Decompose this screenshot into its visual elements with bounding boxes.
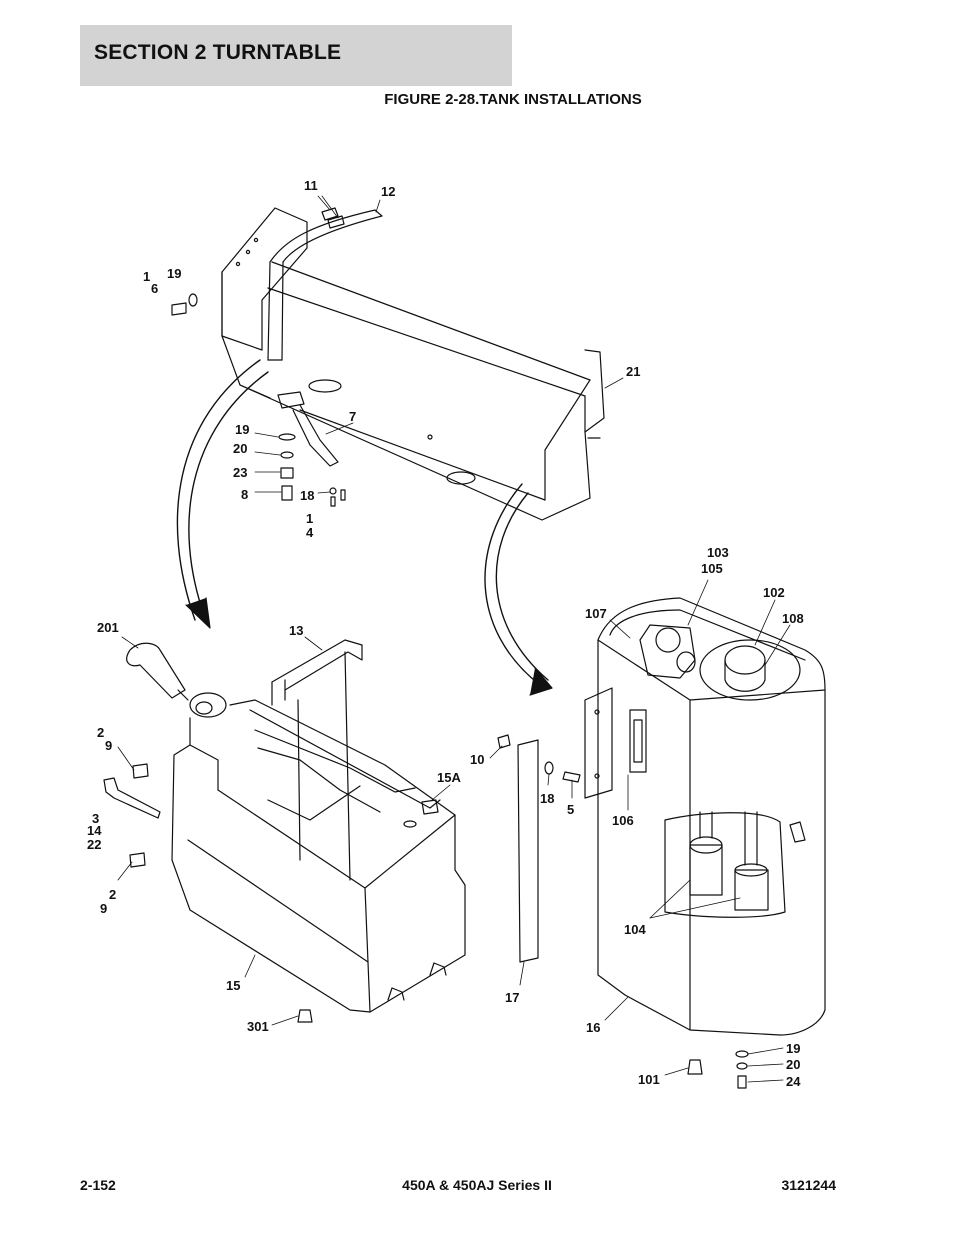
callout-104: 104 xyxy=(624,922,646,937)
figure-title: FIGURE 2-28.TANK INSTALLATIONS xyxy=(384,91,642,108)
callout-24: 24 xyxy=(786,1074,801,1089)
callout-18: 18 xyxy=(540,791,554,806)
section-header: SECTION 2 TURNTABLE xyxy=(80,25,512,86)
callout-12: 12 xyxy=(381,184,395,199)
callout-10: 10 xyxy=(470,752,484,767)
callout-16: 16 xyxy=(586,1020,600,1035)
callout-9: 9 xyxy=(105,738,112,753)
callout-6: 6 xyxy=(151,281,158,296)
callout-labels: 11 12 1 6 19 21 7 19 20 23 8 18 1 4 103 … xyxy=(87,178,804,1089)
callout-20: 20 xyxy=(786,1057,800,1072)
callout-2: 2 xyxy=(97,725,104,740)
right-tank xyxy=(497,597,826,1089)
callout-14: 14 xyxy=(87,823,102,838)
callout-19: 19 xyxy=(235,422,249,437)
callout-107: 107 xyxy=(585,606,607,621)
callout-2: 2 xyxy=(109,887,116,902)
callout-106: 106 xyxy=(612,813,634,828)
callout-5: 5 xyxy=(567,802,574,817)
callout-18: 18 xyxy=(300,488,314,503)
callout-23: 23 xyxy=(233,465,247,480)
callout-11: 11 xyxy=(304,178,318,193)
callout-20: 20 xyxy=(233,441,247,456)
callout-21: 21 xyxy=(626,364,640,379)
callout-19: 19 xyxy=(786,1041,800,1056)
callout-13: 13 xyxy=(289,623,303,638)
callout-7: 7 xyxy=(349,409,356,424)
callout-301: 301 xyxy=(247,1019,269,1034)
callout-15: 15 xyxy=(226,978,240,993)
mounting-tray xyxy=(171,207,605,521)
callout-19: 19 xyxy=(167,266,181,281)
page-number: 2-152 xyxy=(80,1177,116,1193)
callout-9: 9 xyxy=(100,901,107,916)
callout-1: 1 xyxy=(306,511,313,526)
section-title: SECTION 2 TURNTABLE xyxy=(94,41,342,64)
callout-15A: 15A xyxy=(437,770,461,785)
callout-1: 1 xyxy=(143,269,150,284)
callout-8: 8 xyxy=(241,487,248,502)
leader-lines xyxy=(117,195,791,1083)
callout-3: 3 xyxy=(92,811,99,826)
callout-105: 105 xyxy=(701,561,723,576)
callout-102: 102 xyxy=(763,585,785,600)
installation-arrows xyxy=(176,359,553,696)
callout-103: 103 xyxy=(707,545,729,560)
left-tank xyxy=(103,639,466,1023)
callout-201: 201 xyxy=(97,620,119,635)
callout-4: 4 xyxy=(306,525,314,540)
callout-17: 17 xyxy=(505,990,519,1005)
model-name: 450A & 450AJ Series II xyxy=(402,1177,552,1193)
document-number: 3121244 xyxy=(781,1177,836,1193)
callout-101: 101 xyxy=(638,1072,660,1087)
callout-108: 108 xyxy=(782,611,804,626)
callout-22: 22 xyxy=(87,837,101,852)
